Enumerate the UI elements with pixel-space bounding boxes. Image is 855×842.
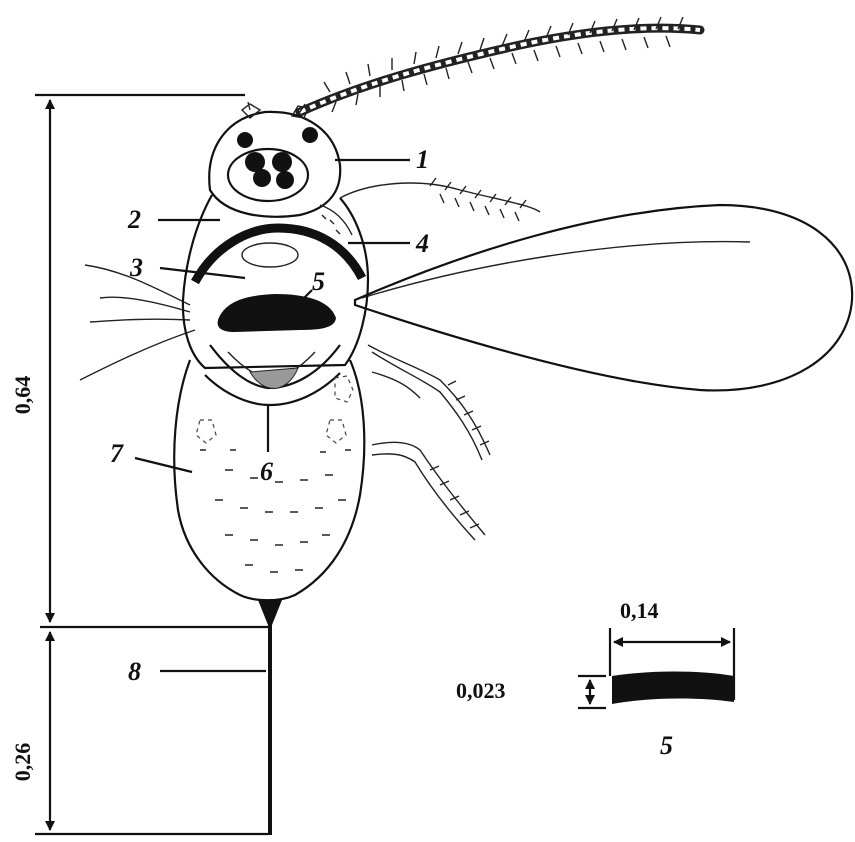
detail-label-5: 5 (660, 731, 673, 760)
abdomen (174, 360, 364, 625)
label-6: 6 (260, 457, 273, 486)
label-3: 3 (129, 253, 143, 282)
antenna (300, 17, 700, 112)
dimension-ovipositor-length: 0,26 (10, 743, 35, 782)
thorax (183, 195, 368, 388)
label-2: 2 (127, 205, 141, 234)
head (209, 102, 340, 217)
label-1: 1 (416, 145, 429, 174)
label-5: 5 (312, 267, 325, 296)
legs (368, 345, 490, 540)
body-length-dimension: 0,64 (10, 95, 268, 627)
label-8: 8 (128, 657, 141, 686)
label-7: 7 (110, 439, 124, 468)
dimension-part5-thickness: 0,023 (456, 678, 506, 703)
label-4: 4 (415, 229, 429, 258)
dimension-body-length: 0,64 (10, 376, 35, 415)
leader-7 (135, 458, 192, 472)
forewing (355, 205, 852, 390)
detail-part-5: 0,14 0,023 5 (456, 598, 734, 760)
hindwing (340, 178, 540, 221)
dimension-part5-width: 0,14 (620, 598, 659, 623)
setae (80, 265, 195, 380)
